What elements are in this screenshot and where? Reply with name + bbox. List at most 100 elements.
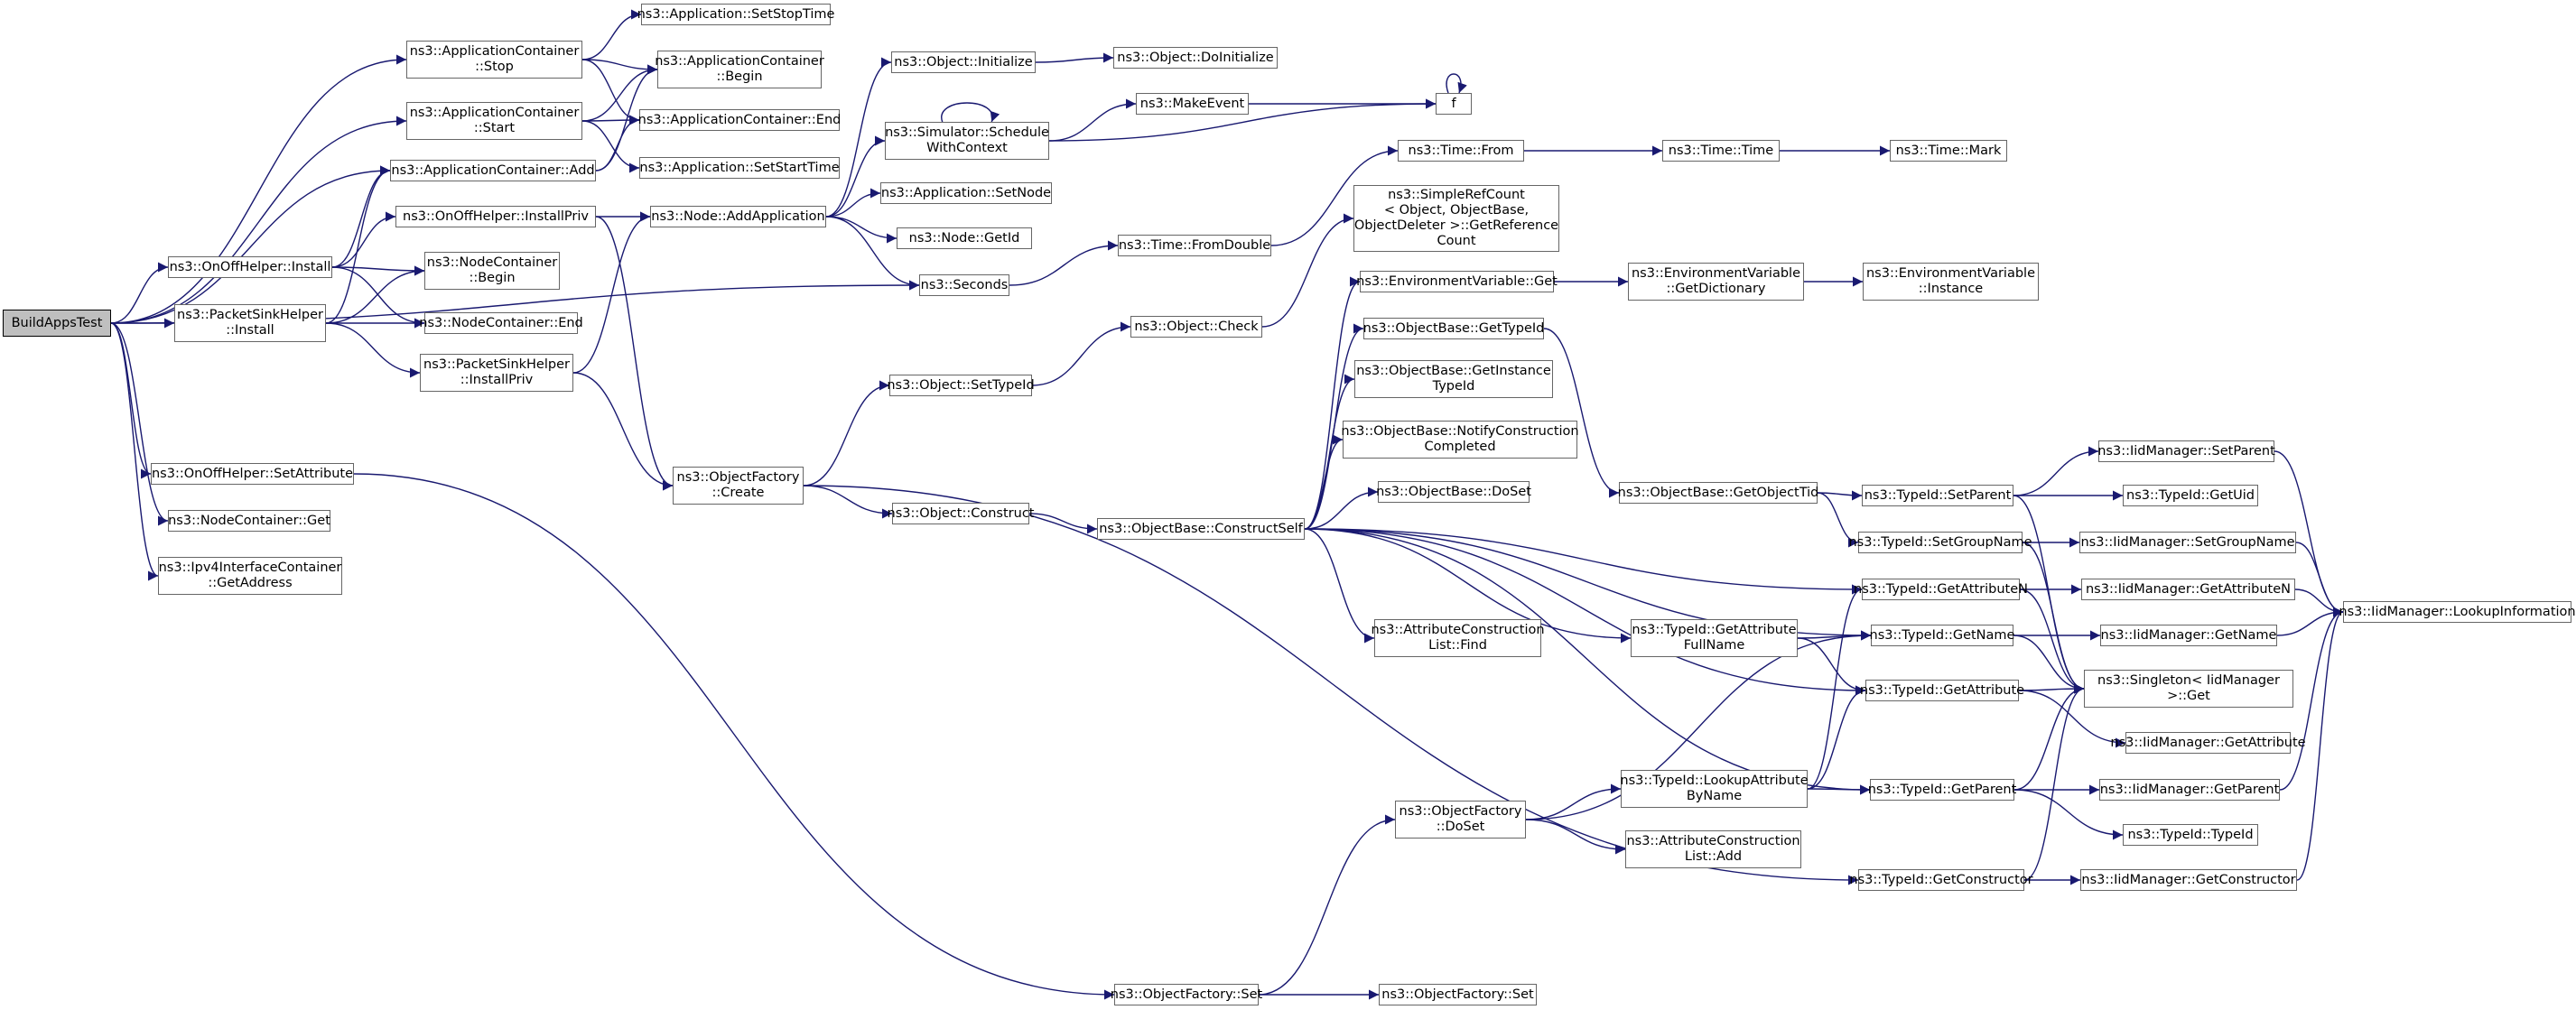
node-onoff-install[interactable]: ns3::OnOffHelper::Install bbox=[168, 256, 332, 278]
node-tid-getparent[interactable]: ns3::TypeId::GetParent bbox=[1868, 779, 2016, 801]
node-ac-end[interactable]: ns3::ApplicationContainer::End bbox=[638, 109, 841, 131]
edge-obj-construct-to-ob-constructself bbox=[1028, 513, 1098, 534]
node-app-setstop[interactable]: ns3::Application::SetStopTime bbox=[637, 4, 834, 25]
edge-ac-stop-to-ac-end bbox=[581, 59, 640, 125]
edge-root-to-nc-get bbox=[110, 322, 169, 526]
node-ob-doset[interactable]: ns3::ObjectBase::DoSet bbox=[1376, 481, 1531, 503]
node-seconds[interactable]: ns3::Seconds bbox=[919, 274, 1009, 296]
node-tid-getuid[interactable]: ns3::TypeId::GetUid bbox=[2123, 485, 2258, 506]
edge-ob-constructself-to-tid-getparent bbox=[1304, 528, 1871, 795]
node-root[interactable]: BuildAppsTest bbox=[3, 310, 111, 337]
node-of-create[interactable]: ns3::ObjectFactory ::Create bbox=[673, 467, 804, 505]
node-psh-installpriv[interactable]: ns3::PacketSinkHelper ::InstallPriv bbox=[420, 354, 573, 392]
node-simplerefcount[interactable]: ns3::SimpleRefCount < Object, ObjectBase… bbox=[1353, 185, 1559, 252]
node-obj-doinit[interactable]: ns3::Object::DoInitialize bbox=[1113, 47, 1278, 69]
node-iid-setparent[interactable]: ns3::IidManager::SetParent bbox=[2097, 440, 2275, 462]
edge-time-fromdouble-to-time-from bbox=[1270, 145, 1399, 246]
node-time-time[interactable]: ns3::Time::Time bbox=[1662, 140, 1780, 162]
node-node-getid[interactable]: ns3::Node::GetId bbox=[897, 227, 1032, 249]
node-acl-find[interactable]: ns3::AttributeConstruction List::Find bbox=[1371, 619, 1545, 657]
edge-ac-add-to-ac-end bbox=[595, 115, 640, 171]
edge-psh-installpriv-to-of-create bbox=[572, 372, 674, 491]
node-obj-construct[interactable]: ns3::Object::Construct bbox=[888, 503, 1035, 524]
node-psh-install[interactable]: ns3::PacketSinkHelper ::Install bbox=[174, 304, 326, 342]
node-nc-get[interactable]: ns3::NodeContainer::Get bbox=[168, 510, 330, 532]
edge-root-to-ipv4-getaddr bbox=[110, 322, 159, 581]
node-tid-typeid[interactable]: ns3::TypeId::TypeId bbox=[2123, 824, 2258, 846]
node-makeevent[interactable]: ns3::MakeEvent bbox=[1136, 93, 1249, 115]
node-tid-setparent[interactable]: ns3::TypeId::SetParent bbox=[1862, 485, 2013, 506]
node-obj-settypeid[interactable]: ns3::Object::SetTypeId bbox=[887, 375, 1035, 396]
edge-obj-settypeid-to-obj-check bbox=[1031, 321, 1131, 386]
node-iid-getattrn[interactable]: ns3::IidManager::GetAttributeN bbox=[2081, 579, 2295, 600]
node-sim-sched[interactable]: ns3::Simulator::Schedule WithContext bbox=[885, 122, 1049, 160]
node-ac-stop[interactable]: ns3::ApplicationContainer ::Stop bbox=[406, 41, 582, 79]
edge-ob-constructself-to-ob-doset bbox=[1304, 486, 1379, 530]
node-ac-start[interactable]: ns3::ApplicationContainer ::Start bbox=[406, 102, 582, 140]
edge-of-create-to-obj-settypeid bbox=[803, 380, 890, 486]
node-tid-getattrfull[interactable]: ns3::TypeId::GetAttribute FullName bbox=[1631, 619, 1798, 657]
node-f[interactable]: f bbox=[1436, 93, 1472, 115]
node-iid-lookup[interactable]: ns3::IidManager::LookupInformation bbox=[2339, 601, 2576, 623]
node-envvar-getdict[interactable]: ns3::EnvironmentVariable ::GetDictionary bbox=[1628, 263, 1804, 301]
node-app-setnode[interactable]: ns3::Application::SetNode bbox=[880, 182, 1052, 204]
edge-ob-getobjecttid-to-tid-setgroupname bbox=[1817, 492, 1859, 548]
node-tid-getattr[interactable]: ns3::TypeId::GetAttribute bbox=[1860, 680, 2024, 701]
edge-ob-gettypeid-to-ob-getobjecttid bbox=[1543, 328, 1620, 498]
edge-ob-getobjecttid-to-tid-setparent bbox=[1817, 490, 1863, 501]
node-ac-add[interactable]: ns3::ApplicationContainer::Add bbox=[390, 160, 596, 181]
node-ob-gettypeid[interactable]: ns3::ObjectBase::GetTypeId bbox=[1363, 318, 1544, 339]
node-iid-getname[interactable]: ns3::IidManager::GetName bbox=[2100, 625, 2277, 646]
node-tid-getattrn[interactable]: ns3::TypeId::GetAttributeN bbox=[1854, 579, 2028, 600]
edge-tid-getattr-to-singleton-get bbox=[2018, 683, 2085, 694]
node-onoff-installpriv[interactable]: ns3::OnOffHelper::InstallPriv bbox=[395, 206, 596, 227]
node-ipv4-getaddr[interactable]: ns3::Ipv4InterfaceContainer ::GetAddress bbox=[158, 557, 342, 595]
node-tid-setgroupname[interactable]: ns3::TypeId::SetGroupName bbox=[1848, 532, 2032, 553]
edge-ob-constructself-to-tid-getattrn bbox=[1304, 528, 1863, 595]
edge-root-to-ac-add bbox=[110, 165, 391, 324]
node-iid-setgroupname[interactable]: ns3::IidManager::SetGroupName bbox=[2079, 532, 2296, 553]
node-of-set2[interactable]: ns3::ObjectFactory::Set bbox=[1379, 984, 1537, 1005]
edge-psh-install-to-ac-add bbox=[325, 165, 391, 324]
edge-ac-start-to-app-setstart bbox=[581, 120, 640, 173]
node-acl-add[interactable]: ns3::AttributeConstruction List::Add bbox=[1625, 830, 1801, 868]
node-tid-lookupattr[interactable]: ns3::TypeId::LookupAttribute ByName bbox=[1620, 770, 1809, 808]
edge-ac-stop-to-ac-begin bbox=[581, 59, 658, 75]
node-envvar-get[interactable]: ns3::EnvironmentVariable::Get bbox=[1356, 271, 1558, 292]
node-ob-notify[interactable]: ns3::ObjectBase::NotifyConstruction Comp… bbox=[1341, 421, 1579, 459]
edge-tid-getconstructor-to-singleton-get bbox=[2023, 683, 2085, 881]
node-app-setstart[interactable]: ns3::Application::SetStartTime bbox=[639, 157, 840, 179]
node-node-addapp[interactable]: ns3::Node::AddApplication bbox=[650, 206, 826, 227]
node-iid-getconstructor[interactable]: ns3::IidManager::GetConstructor bbox=[2080, 869, 2297, 891]
node-of-doset[interactable]: ns3::ObjectFactory ::DoSet bbox=[1395, 801, 1526, 839]
node-tid-getname[interactable]: ns3::TypeId::GetName bbox=[1870, 625, 2014, 646]
edge-ob-constructself-to-tid-getattrfull bbox=[1304, 528, 1632, 644]
node-envvar-instance[interactable]: ns3::EnvironmentVariable ::Instance bbox=[1863, 263, 2039, 301]
edge-node-addapp-to-sim-sched bbox=[825, 135, 886, 218]
edge-psh-install-to-psh-installpriv bbox=[325, 322, 421, 378]
node-ob-constructself[interactable]: ns3::ObjectBase::ConstructSelf bbox=[1097, 518, 1305, 540]
edge-root-to-onoff-setattr bbox=[110, 322, 152, 479]
node-obj-check[interactable]: ns3::Object::Check bbox=[1130, 316, 1262, 338]
edge-of-doset-to-acl-add bbox=[1525, 819, 1626, 855]
edge-root-to-ac-stop bbox=[110, 54, 407, 324]
node-ob-getinstance[interactable]: ns3::ObjectBase::GetInstance TypeId bbox=[1354, 360, 1553, 398]
node-time-mark[interactable]: ns3::Time::Mark bbox=[1890, 140, 2007, 162]
node-of-set[interactable]: ns3::ObjectFactory::Set bbox=[1111, 984, 1262, 1005]
edge-node-addapp-to-app-setnode bbox=[825, 188, 881, 218]
node-singleton-get[interactable]: ns3::Singleton< IidManager >::Get bbox=[2084, 670, 2293, 708]
node-time-fromdouble[interactable]: ns3::Time::FromDouble bbox=[1118, 235, 1271, 256]
node-iid-getattr[interactable]: ns3::IidManager::GetAttribute bbox=[2110, 732, 2306, 754]
node-nc-begin[interactable]: ns3::NodeContainer ::Begin bbox=[424, 252, 560, 290]
edge-tid-getname-to-singleton-get bbox=[2013, 635, 2085, 694]
node-onoff-setattr[interactable]: ns3::OnOffHelper::SetAttribute bbox=[151, 463, 354, 485]
node-time-from[interactable]: ns3::Time::From bbox=[1398, 140, 1524, 162]
edge-tid-getparent-to-singleton-get bbox=[2013, 683, 2085, 791]
node-nc-end[interactable]: ns3::NodeContainer::End bbox=[419, 312, 583, 334]
node-tid-getconstructor[interactable]: ns3::TypeId::GetConstructor bbox=[1849, 869, 2033, 891]
edge-iid-getconstructor-to-iid-lookup bbox=[2296, 607, 2344, 881]
node-obj-init[interactable]: ns3::Object::Initialize bbox=[891, 51, 1036, 73]
node-ac-begin[interactable]: ns3::ApplicationContainer ::Begin bbox=[655, 51, 824, 88]
node-ob-getobjecttid[interactable]: ns3::ObjectBase::GetObjectTid bbox=[1618, 482, 1818, 504]
node-iid-getparent[interactable]: ns3::IidManager::GetParent bbox=[2099, 779, 2280, 801]
